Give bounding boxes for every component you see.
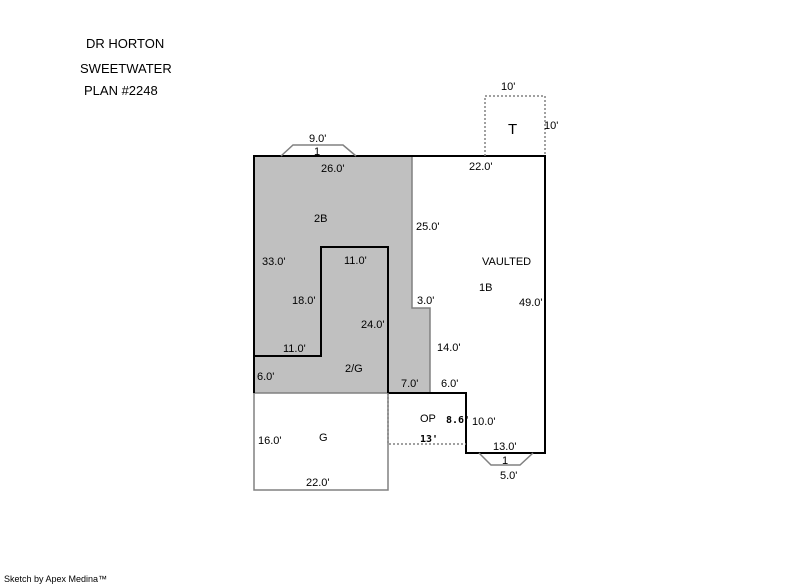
dim: 6.0' (441, 378, 458, 390)
dim: 9.0' (309, 133, 326, 145)
label-1b: 1B (479, 282, 492, 294)
terrace-outline (484, 95, 546, 156)
dim: 33.0' (262, 256, 286, 268)
dim: 1 (314, 146, 320, 158)
dim: 8.6' (446, 415, 470, 426)
dim: 25.0' (416, 221, 440, 233)
dim: 11.0' (344, 255, 367, 267)
dim: 22.0' (469, 161, 493, 173)
label-t: T (508, 121, 517, 138)
dim: 13.0' (493, 441, 517, 453)
dim: 1 (502, 455, 508, 467)
bay-bottom (478, 452, 534, 466)
header-community: SWEETWATER (80, 61, 172, 76)
dim: 10' (544, 120, 558, 132)
dim: 49.0' (519, 297, 543, 309)
dim: 13' (420, 434, 438, 445)
dim: 22.0' (306, 477, 330, 489)
dim: 11.0' (283, 343, 306, 355)
label-g: G (319, 432, 328, 444)
dim: 10.0' (472, 416, 496, 428)
dim: 7.0' (401, 378, 418, 390)
dim: 26.0' (321, 163, 345, 175)
dim: 10' (501, 81, 515, 93)
label-2b: 2B (314, 213, 327, 225)
label-vaulted: VAULTED (482, 256, 531, 268)
dim: 5.0' (500, 470, 517, 482)
dim: 18.0' (292, 295, 316, 307)
garage-upper-outline (254, 246, 389, 393)
label-2g: 2/G (345, 363, 363, 375)
first-floor-outline (253, 155, 546, 454)
header-plan: PLAN #2248 (84, 83, 158, 98)
dim: 16.0' (258, 435, 282, 447)
open-porch-outline (387, 393, 466, 445)
header-builder: DR HORTON (86, 36, 165, 51)
dim: 6.0' (257, 371, 274, 383)
dim: 14.0' (437, 342, 461, 354)
dim: 24.0' (361, 319, 385, 331)
second-floor-area (253, 155, 431, 394)
dim: 3.0' (417, 295, 434, 307)
label-op: OP (420, 413, 436, 425)
footer-credit: Sketch by Apex Medina™ (4, 574, 108, 584)
bay-top (280, 144, 357, 157)
